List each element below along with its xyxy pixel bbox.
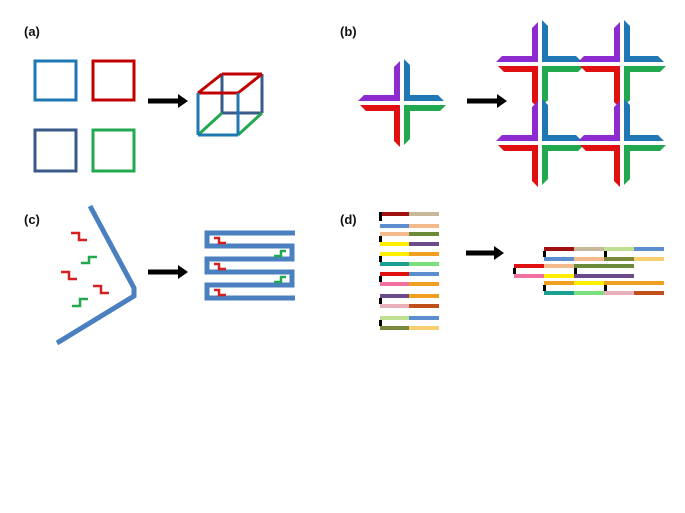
panel-c xyxy=(55,204,295,346)
cross-tile-grid-2 xyxy=(578,20,666,108)
panel-label-c: (c) xyxy=(24,212,40,227)
panel-label-a: (a) xyxy=(24,24,40,39)
cross-tile-single xyxy=(358,59,446,147)
scaffold-strand xyxy=(55,204,137,346)
square-green xyxy=(91,128,136,173)
wireframe-cube xyxy=(196,72,264,137)
staple-strands xyxy=(61,231,109,308)
assembled-lattice xyxy=(513,247,664,295)
right-arrow-icon xyxy=(148,265,188,279)
right-arrow-icon xyxy=(467,94,507,108)
cross-tile-grid-3 xyxy=(496,99,584,187)
cross-tile-grid-1 xyxy=(496,20,584,108)
square-slate xyxy=(33,128,78,173)
cross-tile-grid-4 xyxy=(578,99,666,187)
tile-stack xyxy=(379,212,439,330)
right-arrow-icon xyxy=(148,94,188,108)
panel-b xyxy=(358,20,666,187)
panel-label-b: (b) xyxy=(340,24,357,39)
square-blue xyxy=(33,59,78,102)
panel-a xyxy=(33,59,264,173)
panel-d xyxy=(379,212,664,330)
right-arrow-icon xyxy=(466,246,504,260)
folded-structure xyxy=(204,230,295,301)
square-red xyxy=(91,59,136,102)
panel-label-d: (d) xyxy=(340,212,357,227)
